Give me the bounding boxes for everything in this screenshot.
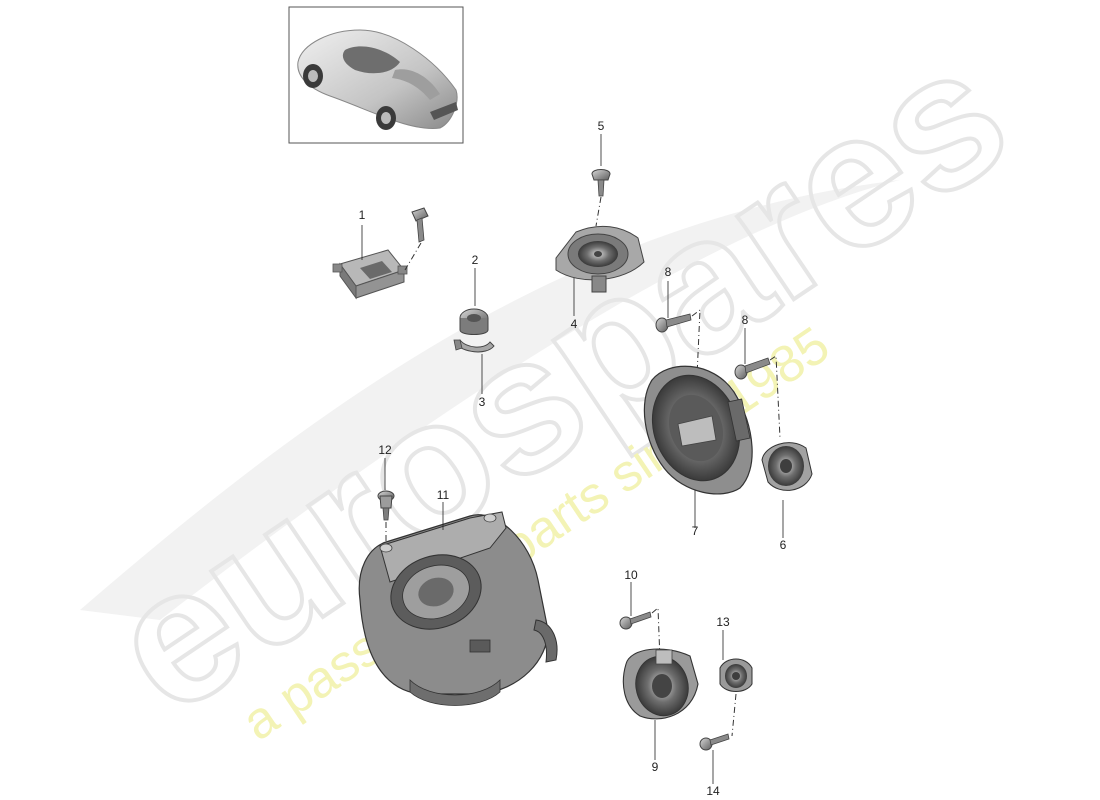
part-2-small-speaker bbox=[459, 308, 489, 335]
part-12-bolt bbox=[377, 490, 395, 548]
callout-3: 3 bbox=[478, 395, 486, 409]
part-14-screw bbox=[699, 733, 730, 751]
part-6-tweeter bbox=[761, 442, 813, 491]
callout-2: 2 bbox=[471, 253, 479, 267]
part-7-woofer bbox=[643, 365, 753, 495]
callout-8b: 8 bbox=[741, 313, 749, 327]
part-1-screw bbox=[404, 207, 429, 271]
watermark: eurospares a passion for parts since 198… bbox=[72, 3, 1044, 756]
callout-7: 7 bbox=[691, 524, 699, 538]
thumbnail bbox=[288, 6, 464, 144]
watermark-brand: eurospares bbox=[74, 5, 1042, 754]
callout-12: 12 bbox=[378, 443, 392, 457]
callout-9: 9 bbox=[651, 760, 659, 774]
part-8-screw-b bbox=[734, 355, 781, 439]
leader-lines bbox=[361, 134, 784, 784]
part-11-subwoofer-housing bbox=[358, 511, 558, 706]
watermark-swoosh bbox=[80, 180, 900, 620]
part-8-screw-a bbox=[655, 308, 701, 377]
callout-14: 14 bbox=[706, 784, 720, 798]
callout-13: 13 bbox=[716, 615, 730, 629]
part-9-midrange-speaker bbox=[622, 648, 699, 720]
callout-5: 5 bbox=[597, 119, 605, 133]
part-3-holder-clip bbox=[453, 339, 495, 353]
part-4-speaker-cover bbox=[555, 225, 645, 293]
car-thumbnail bbox=[297, 29, 458, 130]
part-13-tweeter bbox=[719, 658, 753, 737]
callout-10: 10 bbox=[624, 568, 638, 582]
part-5-screw bbox=[591, 169, 611, 227]
callout-1: 1 bbox=[358, 208, 366, 222]
callout-11: 11 bbox=[436, 488, 450, 502]
callout-6: 6 bbox=[779, 538, 787, 552]
part-10-screw bbox=[619, 606, 661, 661]
part-1-control-unit bbox=[332, 249, 408, 300]
callout-8a: 8 bbox=[664, 265, 672, 279]
callout-4: 4 bbox=[570, 317, 578, 331]
